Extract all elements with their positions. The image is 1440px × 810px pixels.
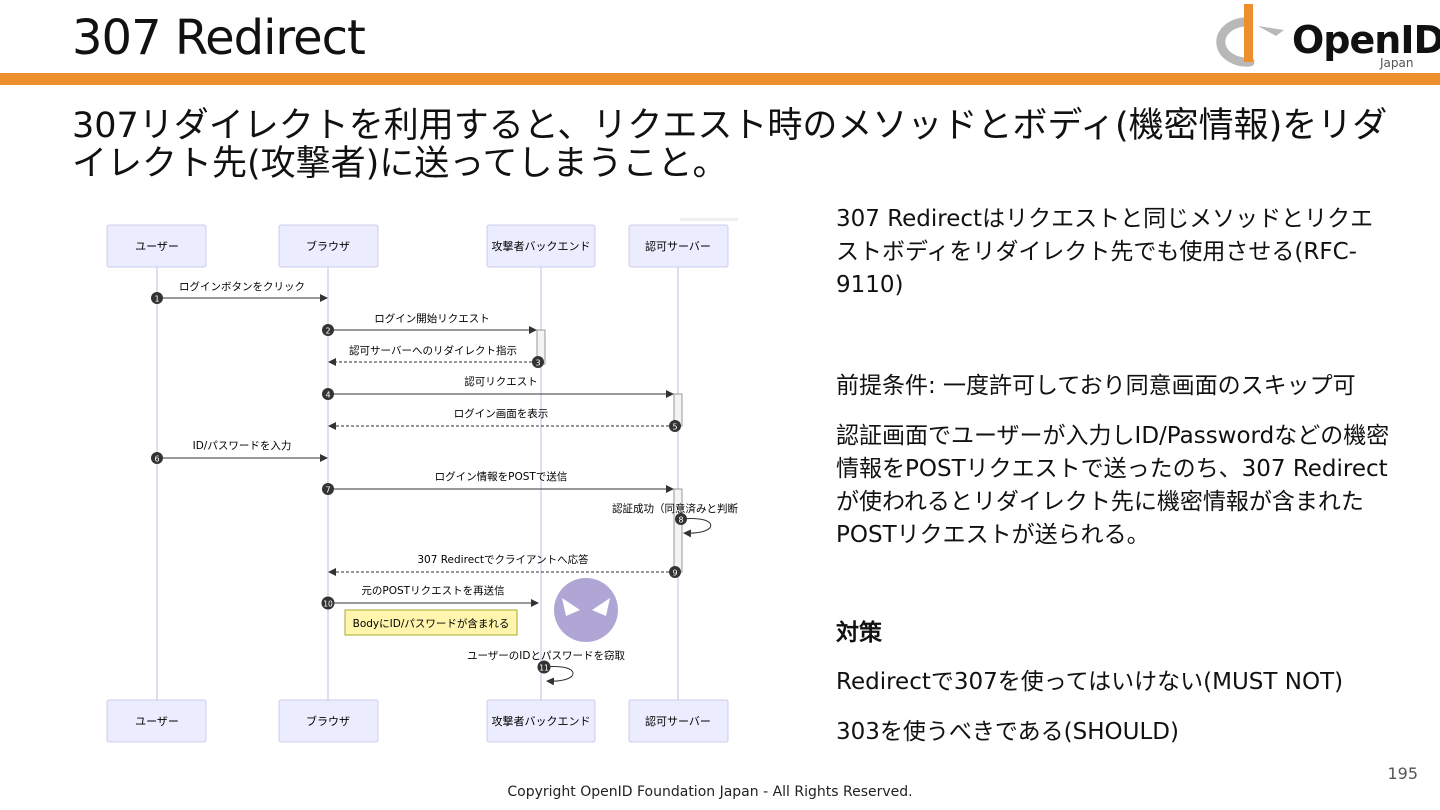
participant-attacker-top: 攻撃者バックエンド [486,224,596,268]
svg-text:認可サーバー: 認可サーバー [645,714,711,728]
svg-text:認可サーバー: 認可サーバー [645,239,711,253]
svg-text:1: 1 [154,295,159,304]
header-rule [0,73,1440,85]
message-2: ログイン開始リクエスト 2 [322,312,537,336]
page-number: 195 [1387,764,1418,783]
message-10: 元のPOSTリクエストを再送信 10 [321,584,539,610]
svg-text:認証成功（同意済みと判断: 認証成功（同意済みと判断 [612,502,738,515]
openid-logo-mark [1216,4,1284,67]
svg-text:ID/パスワードを入力: ID/パスワードを入力 [193,439,292,452]
copyright-text: Copyright OpenID Foundation Japan - All … [507,784,913,800]
svg-text:3: 3 [535,359,540,368]
openid-logo-text: OpenID [1292,18,1440,62]
message-4: 認可リクエスト 4 [322,375,674,400]
svg-text:認可リクエスト: 認可リクエスト [464,375,538,388]
participant-attacker-bottom: 攻撃者バックエンド [486,699,596,743]
openid-logo-sub: Japan [1380,56,1414,70]
svg-text:ログインボタンをクリック: ログインボタンをクリック [179,280,305,293]
svg-text:ブラウザ: ブラウザ [306,239,350,253]
svg-text:ユーザーのIDとパスワードを窃取: ユーザーのIDとパスワードを窃取 [467,649,625,662]
description-rfc: 307 Redirectはリクエストと同じメソッドとリクエストボディをリダイレク… [836,206,1374,298]
svg-text:11: 11 [539,664,549,673]
slide-title: 307 Redirect [72,10,366,66]
countermeasure-should: 303を使うべきである(SHOULD) [836,719,1179,745]
svg-text:9: 9 [672,569,677,578]
participant-browser-bottom: ブラウザ [278,699,379,743]
message-9: 307 Redirectでクライアントへ応答 9 [328,553,681,578]
svg-text:ユーザー: ユーザー [135,240,179,253]
svg-text:7: 7 [325,486,330,495]
participant-browser-top: ブラウザ [278,224,379,268]
svg-text:4: 4 [325,391,330,400]
participant-user-bottom: ユーザー [106,699,207,743]
svg-text:6: 6 [154,455,159,464]
svg-text:ユーザー: ユーザー [135,715,179,728]
svg-text:5: 5 [672,423,677,432]
message-6: ID/パスワードを入力 6 [151,439,328,464]
svg-text:307 Redirectでクライアントへ応答: 307 Redirectでクライアントへ応答 [417,553,589,566]
svg-text:認可サーバーへのリダイレクト指示: 認可サーバーへのリダイレクト指示 [349,344,517,357]
sequence-diagram: ユーザー ブラウザ 攻撃者バックエンド 認可サーバー ユーザー ブラウザ 攻撃者… [106,218,738,743]
message-8: 認証成功（同意済みと判断 8 [612,502,738,538]
svg-text:BodyにID/パスワードが含まれる: BodyにID/パスワードが含まれる [353,617,510,630]
message-5: ログイン画面を表示 5 [328,407,681,432]
svg-text:元のPOSTリクエストを再送信: 元のPOSTリクエストを再送信 [361,584,504,597]
svg-text:攻撃者バックエンド: 攻撃者バックエンド [492,239,591,253]
svg-text:2: 2 [325,327,330,336]
svg-text:ブラウザ: ブラウザ [306,714,350,728]
svg-text:攻撃者バックエンド: 攻撃者バックエンド [492,714,591,728]
note-body: BodyにID/パスワードが含まれる [344,609,518,636]
svg-text:10: 10 [323,600,333,609]
participant-authz-top: 認可サーバー [628,224,729,268]
svg-text:ログイン情報をPOSTで送信: ログイン情報をPOSTで送信 [435,470,568,483]
svg-text:8: 8 [678,516,683,525]
message-7: ログイン情報をPOSTで送信 7 [322,470,674,495]
attacker-icon [554,578,618,642]
message-1: ログインボタンをクリック 1 [151,280,328,304]
message-3: 認可サーバーへのリダイレクト指示 3 [328,344,544,368]
precondition-text: 前提条件: 一度許可しており同意画面のスキップ可 [836,373,1356,399]
svg-text:ログイン画面を表示: ログイン画面を表示 [454,407,549,420]
participant-authz-bottom: 認可サーバー [628,699,729,743]
message-11: ユーザーのIDとパスワードを窃取 11 [467,649,625,686]
lead-text: 307リダイレクトを利用すると、リクエスト時のメソッドとボディ(機密情報)をリダ… [72,106,1388,184]
attack-explanation: 認証画面でユーザーが入力しID/Passwordなどの機密情報をPOSTリクエス… [836,423,1390,548]
participant-user-top: ユーザー [106,224,207,268]
countermeasure-heading: 対策 [836,620,882,646]
countermeasure-must-not: Redirectで307を使ってはいけない(MUST NOT) [836,669,1344,695]
svg-text:ログイン開始リクエスト: ログイン開始リクエスト [374,312,490,325]
